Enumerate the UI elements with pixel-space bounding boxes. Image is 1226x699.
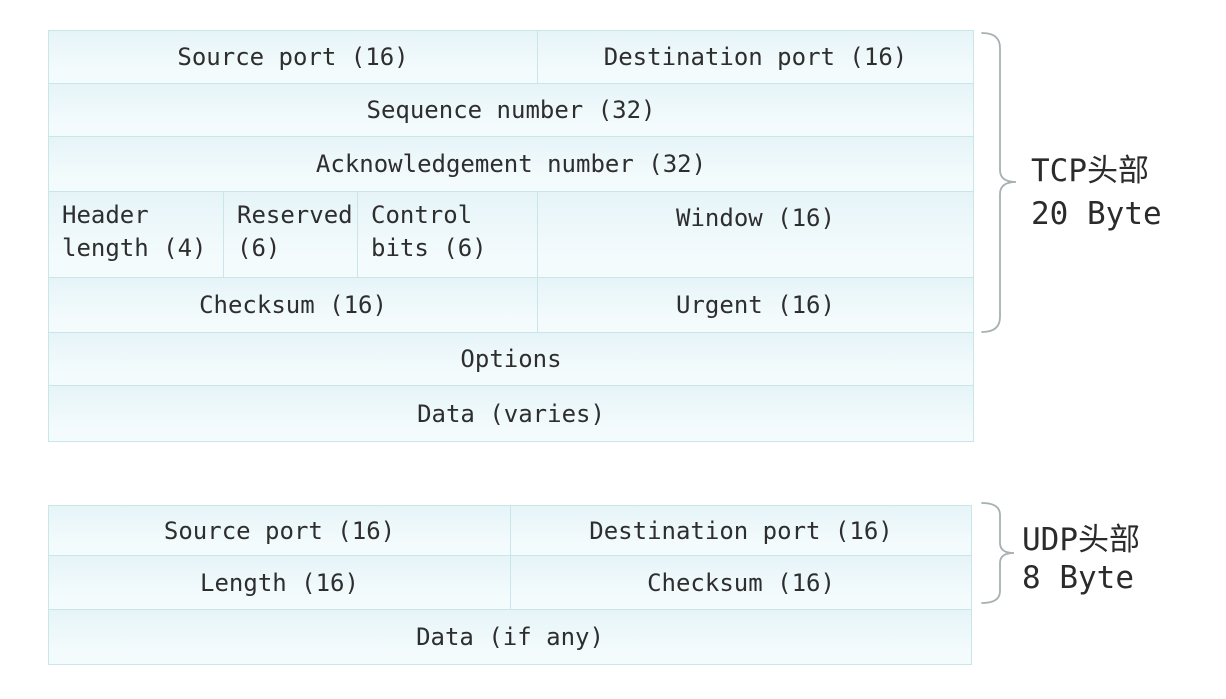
udp-cell-destination-port-16: Destination port (16) [511,506,971,555]
tcp-cell-data-varies: Data (varies) [49,386,973,441]
tcp-cell-destination-port-16: Destination port (16) [538,31,973,83]
tcp-cell-options: Options [49,333,973,385]
tcp-cell-urgent-16: Urgent (16) [538,278,973,332]
tcp-cell-checksum-16: Checksum (16) [49,278,537,332]
udp-header-table: Source port (16)Destination port (16)Len… [48,505,972,665]
udp-cell-length-16: Length (16) [49,556,510,609]
udp-annotation-size: 8 Byte [1022,560,1134,596]
tcp-cell-window-16: Window (16) [538,192,973,277]
tcp-cell-control-bits-6: Control bits (6) [358,192,537,277]
tcp-annotation-title: TCP头部 [1031,153,1149,189]
tcp-cell-sequence-number-32: Sequence number (32) [49,84,973,136]
udp-annotation: UDP头部 8 Byte [1022,521,1140,597]
tcp-cell-source-port-16: Source port (16) [49,31,537,83]
tcp-cell-acknowledgement-number-32: Acknowledgement number (32) [49,137,973,191]
udp-annotation-title: UDP头部 [1022,522,1140,558]
tcp-header-table: Source port (16)Destination port (16)Seq… [48,30,974,442]
udp-cell-data-if-any: Data (if any) [49,610,971,664]
tcp-annotation: TCP头部 20 Byte [1031,150,1162,236]
udp-cell-source-port-16: Source port (16) [49,506,510,555]
udp-brace-icon [981,502,1015,604]
tcp-cell-reserved-6: Reserved (6) [224,192,357,277]
tcp-cell-header-length-4: Header length (4) [49,192,223,277]
udp-cell-checksum-16: Checksum (16) [511,556,971,609]
tcp-brace-icon [981,32,1017,333]
tcp-annotation-size: 20 Byte [1031,196,1162,232]
